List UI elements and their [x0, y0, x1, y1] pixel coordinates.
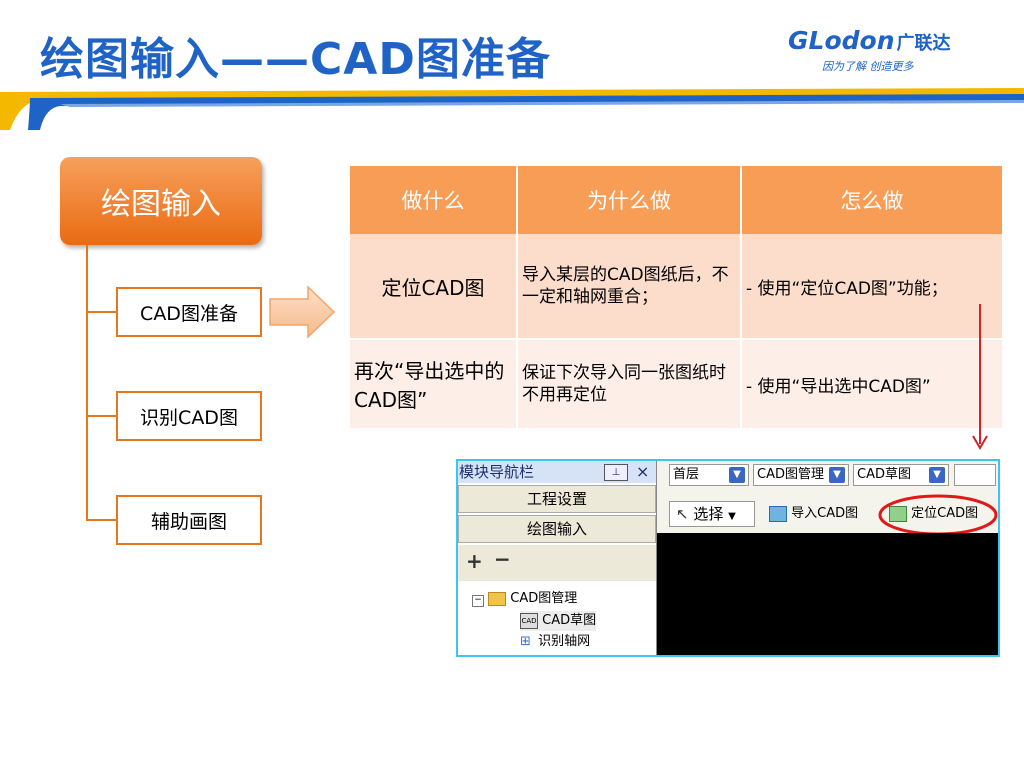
import-cad-button[interactable]: 导入CAD图: [769, 503, 858, 525]
mindmap-branch-2: [86, 415, 116, 417]
collapse-all-icon[interactable]: −: [494, 547, 511, 571]
header-what: 做什么: [350, 166, 518, 234]
nav-button-project-settings[interactable]: 工程设置: [458, 485, 656, 513]
submodule-value: CAD草图: [857, 467, 911, 482]
submodule-select[interactable]: CAD草图 ▼: [853, 464, 949, 486]
floor-select[interactable]: 首层 ▼: [669, 464, 749, 486]
folder-icon: [488, 591, 507, 606]
nav-button-drawing-input[interactable]: 绘图输入: [458, 515, 656, 543]
drawing-canvas[interactable]: [657, 533, 998, 655]
mindmap-child-recognize-cad: 识别CAD图: [116, 391, 262, 441]
mindmap-root: 绘图输入: [60, 157, 262, 245]
cell-what: 再次“导出选中的CAD图”: [350, 339, 518, 430]
software-screenshot: 模块导航栏 ⊥ × 工程设置 绘图输入 + − − CAD图管理 CAD CAD…: [456, 459, 1000, 657]
close-icon[interactable]: ×: [636, 462, 650, 481]
chevron-down-icon[interactable]: ▼: [929, 467, 945, 483]
nav-panel-header: 模块导航栏 ⊥ ×: [458, 461, 656, 483]
module-value: CAD图管理: [757, 467, 824, 482]
cursor-icon: ↖: [676, 505, 689, 523]
cell-what: 定位CAD图: [350, 234, 518, 340]
down-arrow-icon: [972, 304, 988, 450]
chevron-down-icon[interactable]: ▼: [729, 467, 745, 483]
tree-root-label: CAD图管理: [510, 591, 578, 606]
tree-toggle-icon[interactable]: −: [472, 595, 484, 607]
table-row: 再次“导出选中的CAD图” 保证下次导入同一张图纸时不用再定位 - 使用“导出选…: [350, 339, 1004, 430]
header-swoosh: [0, 88, 1024, 130]
pin-icon[interactable]: ⊥: [604, 464, 628, 481]
module-nav-panel: 模块导航栏 ⊥ × 工程设置 绘图输入 + − − CAD图管理 CAD CAD…: [458, 461, 657, 655]
tree-root[interactable]: − CAD图管理: [472, 589, 577, 609]
header-why: 为什么做: [517, 166, 742, 234]
floor-value: 首层: [673, 467, 700, 482]
expand-all-icon[interactable]: +: [466, 549, 483, 573]
highlight-ellipse: [878, 494, 998, 536]
cell-why: 导入某层的CAD图纸后，不一定和轴网重合；: [517, 234, 742, 340]
what-why-how-table: 做什么 为什么做 怎么做 定位CAD图 导入某层的CAD图纸后，不一定和轴网重合…: [350, 166, 1004, 430]
cell-how: - 使用“定位CAD图”功能；: [741, 234, 1004, 340]
chevron-down-icon: ▼: [728, 511, 736, 522]
mindmap-child-aux-draw: 辅助画图: [116, 495, 262, 545]
cad-file-icon: CAD: [520, 612, 538, 629]
mindmap-branch-3: [86, 519, 116, 521]
locate-cad-button[interactable]: 定位CAD图: [889, 503, 978, 525]
toolbar-area: 首层 ▼ CAD图管理 ▼ CAD草图 ▼ ↖ 选择 ▼ 导入CAD图 定位CA…: [657, 461, 998, 536]
mindmap-child-cad-prep: CAD图准备: [116, 287, 262, 337]
locate-label: 定位CAD图: [911, 506, 979, 521]
slide-title: 绘图输入——CAD图准备: [40, 34, 551, 85]
axis-grid-icon: ⊞: [520, 633, 531, 649]
tree-toolbar: + −: [458, 545, 656, 581]
table-row: 定位CAD图 导入某层的CAD图纸后，不一定和轴网重合； - 使用“定位CAD图…: [350, 234, 1004, 340]
tree-item-label: 识别轴网: [538, 634, 591, 649]
tree-item-label: CAD草图: [542, 613, 597, 628]
import-label: 导入CAD图: [791, 506, 859, 521]
nav-panel-title: 模块导航栏: [459, 463, 535, 481]
locate-icon: [889, 505, 907, 522]
import-icon: [769, 505, 787, 522]
select-button[interactable]: ↖ 选择 ▼: [669, 501, 755, 527]
tree-item-recognize-axis[interactable]: ⊞ 识别轴网: [520, 632, 590, 652]
module-select[interactable]: CAD图管理 ▼: [753, 464, 849, 486]
chevron-down-icon[interactable]: ▼: [829, 467, 845, 483]
logo-brand: GLodon: [788, 26, 895, 55]
mindmap-trunk: [86, 245, 88, 521]
logo-cn: 广联达: [896, 33, 951, 54]
cell-how: - 使用“导出选中CAD图”: [741, 339, 1004, 430]
tree-item-cad-sketch[interactable]: CAD CAD草图: [520, 611, 597, 631]
select-label: 选择: [693, 505, 724, 523]
logo-slogan: 因为了解 创造更多: [822, 60, 914, 73]
cell-why: 保证下次导入同一张图纸时不用再定位: [517, 339, 742, 430]
header-how: 怎么做: [741, 166, 1004, 234]
mindmap-branch-1: [86, 311, 116, 313]
right-arrow-icon: [269, 285, 336, 339]
extra-select[interactable]: [954, 464, 996, 486]
